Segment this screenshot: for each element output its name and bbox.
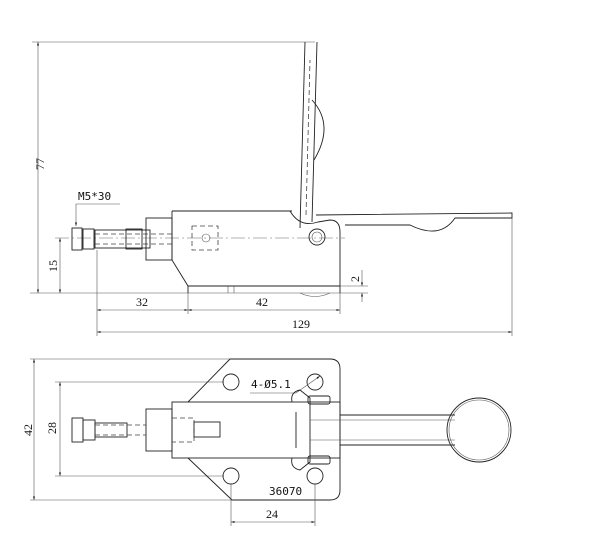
dim-77-label: 77 bbox=[33, 158, 47, 170]
yoke bbox=[291, 389, 311, 471]
dim-42-width-label: 42 bbox=[21, 424, 35, 436]
housing bbox=[145, 408, 173, 452]
dim-32-label: 32 bbox=[136, 295, 148, 309]
mounting-hole bbox=[306, 373, 324, 391]
mounting-hole bbox=[222, 467, 240, 485]
mounting-hole bbox=[306, 467, 324, 485]
jam-nut bbox=[125, 228, 143, 250]
top-view: 42 28 4-Ø5.1 36070 bbox=[21, 358, 512, 526]
base-plate bbox=[187, 358, 341, 501]
bracket bbox=[289, 210, 341, 286]
dim-129-label: 129 bbox=[292, 317, 310, 331]
dim-28-label: 28 bbox=[45, 422, 59, 434]
dim-42-label: 42 bbox=[256, 295, 268, 309]
thread-label: M5*30 bbox=[78, 190, 111, 203]
mounting-hole bbox=[222, 373, 240, 391]
dim-24-label: 24 bbox=[266, 507, 278, 521]
dim-15-label: 15 bbox=[46, 260, 60, 272]
pivot-pin bbox=[308, 228, 326, 246]
plunger bbox=[193, 421, 221, 438]
hex-nut bbox=[71, 227, 83, 251]
body-top bbox=[171, 401, 341, 459]
hex-nut bbox=[71, 417, 84, 443]
dim-2-label: 2 bbox=[348, 276, 362, 282]
horizontal-handle bbox=[315, 212, 513, 232]
model-number: 36070 bbox=[269, 485, 302, 498]
stud bbox=[94, 422, 128, 438]
handle-grip-ring bbox=[446, 397, 512, 463]
lock-nut bbox=[82, 228, 95, 250]
side-view: 77 15 M5*30 bbox=[30, 41, 513, 336]
stud bbox=[94, 229, 151, 249]
hole-label: 4-Ø5.1 bbox=[251, 378, 291, 391]
thread-leader bbox=[74, 203, 120, 226]
lock-nut bbox=[82, 419, 96, 441]
plunger-slot bbox=[191, 225, 219, 251]
upright-lever bbox=[299, 41, 306, 229]
